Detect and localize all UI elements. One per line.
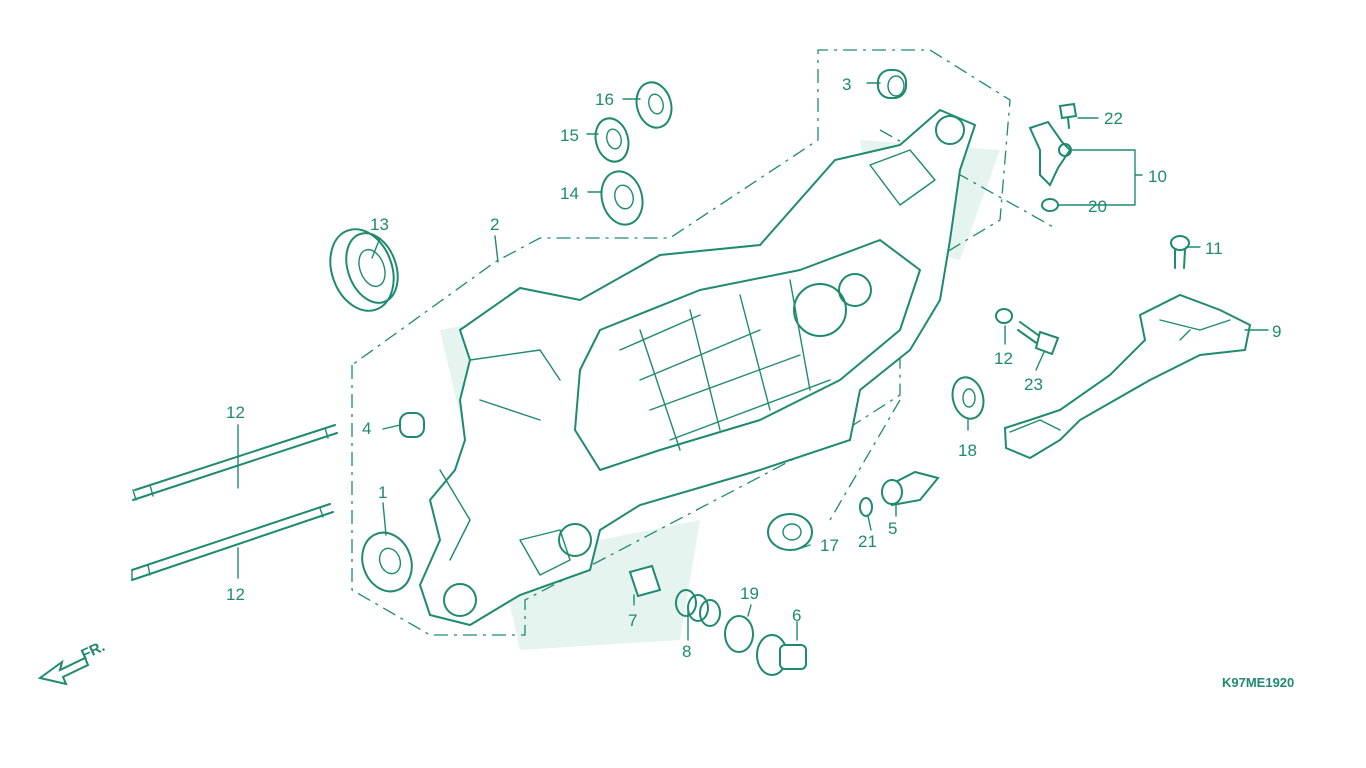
collar-3 — [877, 69, 907, 99]
crankcase-body — [418, 108, 977, 627]
dowel-4 — [399, 412, 425, 438]
callout-10: 10 — [1148, 167, 1167, 186]
bolt-11 — [1170, 235, 1190, 269]
oil-seal-19 — [951, 376, 985, 420]
callout-12-lower: 12 — [226, 585, 245, 604]
bearing-15 — [600, 170, 644, 226]
callout-15: 14 — [560, 184, 579, 203]
front-direction-arrow-icon — [37, 656, 90, 686]
drain-plug-6 — [756, 634, 807, 676]
callout-9: 9 — [1272, 322, 1281, 341]
callout-13: 12 — [994, 349, 1013, 368]
callout-11: 11 — [1205, 239, 1223, 258]
bracket-9 — [1003, 293, 1252, 460]
callout-5: 5 — [888, 519, 897, 538]
callout-22: 21 — [858, 532, 877, 551]
callout-16: 15 — [560, 126, 579, 145]
callout-1: 1 — [378, 483, 387, 502]
callout-18: 17 — [820, 536, 839, 555]
oil-seal-18 — [767, 513, 813, 551]
stud-bolt-upper — [132, 424, 338, 501]
washer-21 — [1041, 198, 1059, 212]
callout-17: 16 — [595, 90, 614, 109]
callout-8: 8 — [682, 642, 691, 661]
callout-2: 2 — [490, 215, 499, 234]
direction-label: FR. — [79, 638, 108, 664]
bolt-7 — [628, 564, 662, 598]
callout-24: 23 — [1024, 375, 1043, 394]
bolt-24 — [1017, 321, 1060, 356]
bearing-14 — [329, 228, 399, 312]
callout-21: 20 — [1088, 197, 1107, 216]
spring-8 — [675, 589, 721, 627]
sensor-assembly-10 — [1028, 120, 1072, 187]
diagram-code: K97ME1920 — [1222, 675, 1294, 690]
callout-20: 19 — [740, 584, 759, 603]
washer-13 — [995, 308, 1013, 324]
stud-bolt-lower — [131, 503, 334, 581]
bearing-1 — [361, 531, 413, 593]
callout-4: 4 — [362, 419, 371, 438]
callout-labels: 3 16 15 14 13 2 12 4 1 12 7 8 19 6 17 21… — [226, 75, 1281, 661]
o-ring-22 — [859, 497, 873, 517]
bearing-17 — [635, 81, 673, 129]
callout-23: 22 — [1104, 109, 1123, 128]
bearing-16 — [594, 117, 630, 163]
callout-3: 3 — [842, 75, 851, 94]
callout-7: 7 — [628, 611, 637, 630]
callout-12-upper: 12 — [226, 403, 245, 422]
leader-lines — [237, 82, 1269, 641]
callout-14: 13 — [370, 215, 389, 234]
o-ring-20 — [724, 615, 754, 653]
bolt-23 — [1058, 102, 1078, 129]
plug-5 — [881, 470, 940, 507]
callout-6: 6 — [792, 606, 801, 625]
callout-19: 18 — [958, 441, 977, 460]
